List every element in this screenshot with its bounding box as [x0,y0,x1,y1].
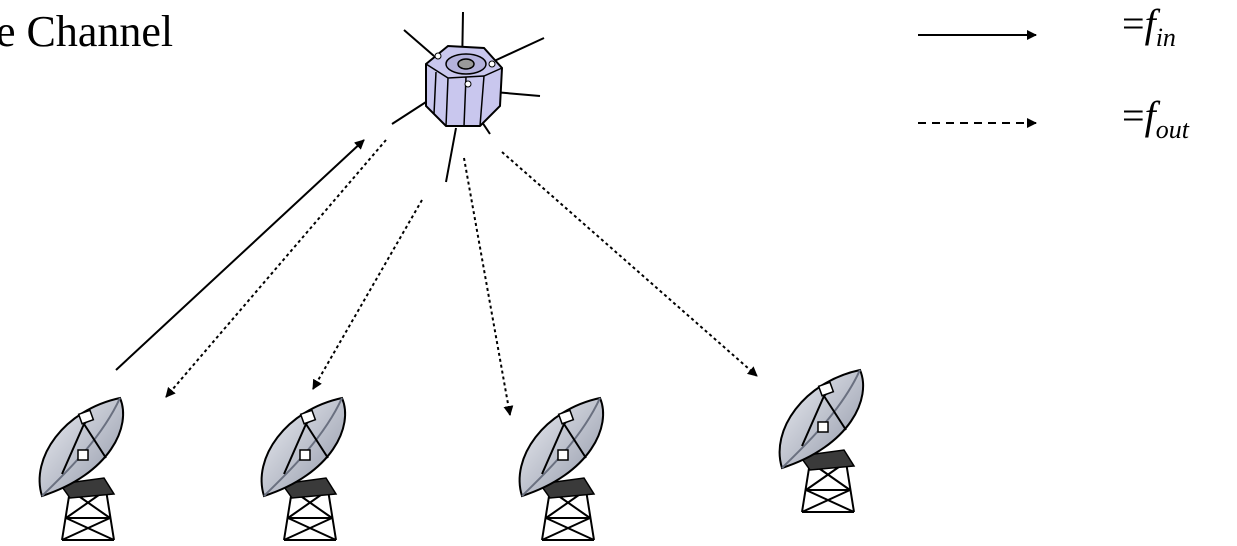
dish-antenna-icon [518,397,605,541]
legend-label-out: =fout [1122,96,1189,143]
downlink-arrow-4 [501,151,758,377]
dish-antenna-icon [38,397,125,541]
downlink-arrow-2 [312,199,423,390]
legend-subscript: in [1155,23,1176,52]
legend-label-in: =fin [1122,4,1176,51]
downlink-arrow-3 [463,157,514,416]
dish-antenna-icon [778,369,865,513]
satellite-icon [391,11,545,183]
legend-subscript: out [1155,115,1189,144]
legend-equals: = [1122,1,1145,46]
downlink-arrow-1 [165,139,387,398]
slide-title: e Channel [0,7,174,56]
legend-symbol: f [1144,1,1156,46]
legend-symbol: f [1144,93,1156,138]
uplink-arrow [115,139,365,371]
dish-antenna-icon [260,397,347,541]
legend-equals: = [1122,93,1145,138]
